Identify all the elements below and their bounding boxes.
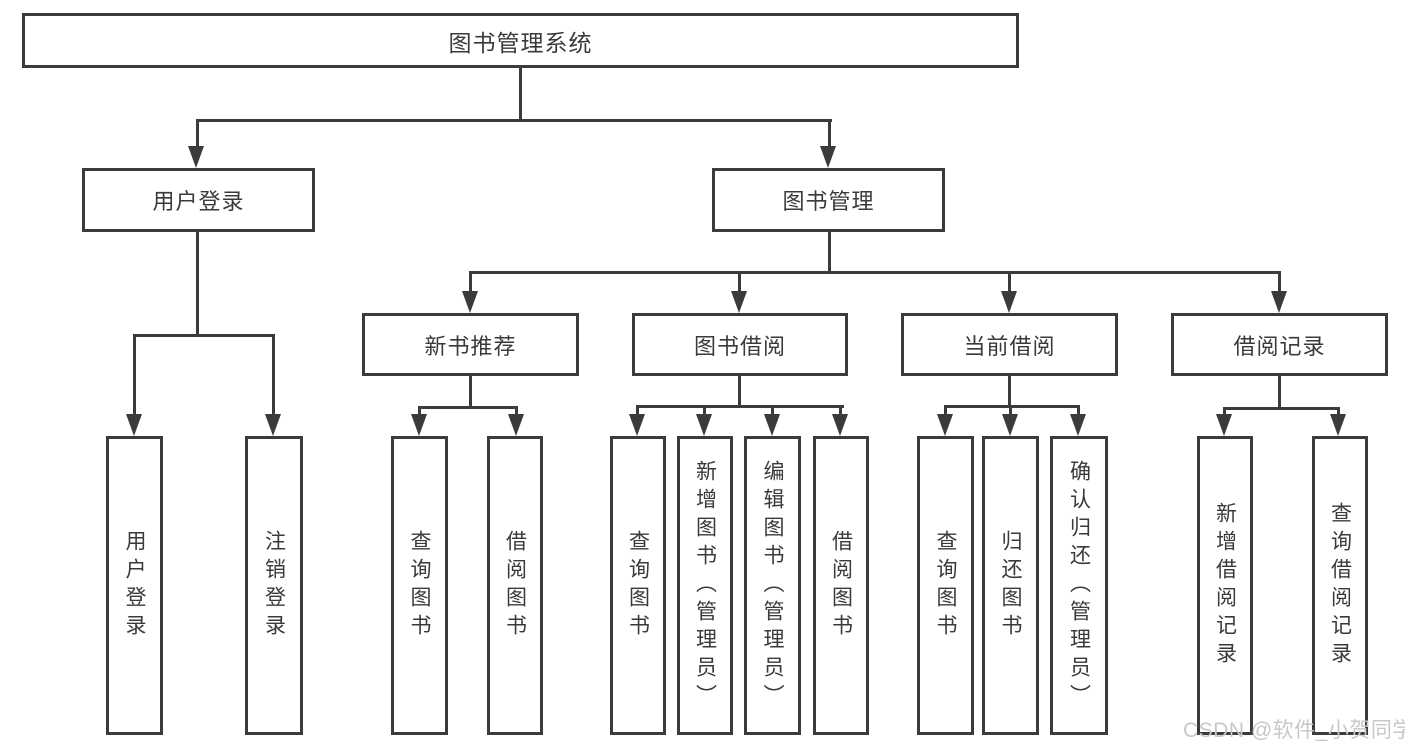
node-label: 图书借阅 — [693, 333, 786, 359]
connector-drop — [1077, 405, 1080, 416]
node-book-borrow: 图书借阅 — [632, 313, 848, 376]
arrow-down-icon — [696, 414, 712, 436]
node-book-management: 图书管理 — [712, 168, 945, 232]
node-label: 新增借阅记录 — [1213, 501, 1237, 670]
node-label: 编辑图书（管理员） — [761, 459, 784, 712]
node-label: 当前借阅 — [963, 333, 1056, 359]
arrow-down-icon — [462, 291, 478, 313]
connector-drop — [1009, 405, 1012, 416]
leaf-query-books-borrow: 查询图书 — [610, 436, 666, 735]
connector-level3-bar — [469, 271, 1281, 274]
connector-book-borrow-bar — [636, 405, 844, 408]
arrow-down-icon — [1001, 291, 1017, 313]
node-label: 查询图书 — [934, 529, 957, 642]
connector-book-mgmt-stem — [828, 232, 831, 274]
arrow-down-icon — [832, 414, 848, 436]
node-root-system: 图书管理系统 — [22, 13, 1019, 68]
connector-drop-borrow-records — [1278, 271, 1281, 293]
leaf-query-borrow-record: 查询借阅记录 — [1312, 436, 1368, 735]
connector-user-login-stem — [196, 232, 199, 337]
arrow-down-icon — [937, 414, 953, 436]
leaf-add-borrow-record: 新增借阅记录 — [1197, 436, 1253, 735]
node-label: 确认归还（管理员） — [1067, 459, 1091, 712]
arrow-down-icon — [508, 414, 524, 436]
arrow-down-icon — [265, 414, 281, 436]
node-label: 归还图书 — [999, 529, 1022, 642]
connector-user-login-bar — [133, 334, 275, 337]
leaf-edit-book-admin: 编辑图书（管理员） — [744, 436, 801, 735]
node-label: 注销登录 — [262, 529, 286, 642]
node-current-borrow: 当前借阅 — [901, 313, 1118, 376]
node-label: 图书管理系统 — [448, 29, 593, 56]
connector-drop-new-book — [469, 271, 472, 293]
connector-drop — [418, 406, 421, 416]
connector-borrow-records-stem — [1278, 376, 1281, 409]
connector-current-borrow-stem — [1008, 376, 1011, 407]
node-label: 用户登录 — [152, 189, 245, 214]
connector-borrow-records-bar — [1223, 407, 1340, 410]
connector-drop — [1223, 407, 1226, 416]
arrow-down-icon — [629, 414, 645, 436]
node-label: 借阅图书 — [829, 529, 853, 642]
leaf-add-book-admin: 新增图书（管理员） — [677, 436, 733, 735]
arrow-down-icon — [1330, 414, 1346, 436]
leaf-query-books-recommend: 查询图书 — [391, 436, 448, 735]
arrow-down-icon — [411, 414, 427, 436]
node-label: 新书推荐 — [424, 333, 517, 359]
connector-level2-bar — [196, 119, 832, 122]
connector-drop-leaf-login — [133, 334, 136, 416]
connector-drop — [771, 405, 774, 416]
node-user-login: 用户登录 — [82, 168, 315, 232]
arrow-down-icon — [126, 414, 142, 436]
connector-current-borrow-bar — [944, 405, 1080, 408]
arrow-down-icon — [764, 414, 780, 436]
connector-drop — [636, 405, 639, 416]
node-borrow-records: 借阅记录 — [1171, 313, 1388, 376]
leaf-borrow-books: 借阅图书 — [813, 436, 869, 735]
connector-new-book-stem — [469, 376, 472, 408]
connector-drop-book-mgmt — [828, 119, 831, 148]
node-label: 查询借阅记录 — [1328, 501, 1352, 670]
node-label: 查询图书 — [408, 529, 431, 642]
connector-drop-leaf-logout — [272, 334, 275, 416]
connector-drop-user-login — [196, 119, 199, 148]
connector-drop-book-borrow — [738, 271, 741, 293]
connector-book-borrow-stem — [738, 376, 741, 407]
arrow-down-icon — [1216, 414, 1232, 436]
arrow-down-icon — [1002, 414, 1018, 436]
node-label: 查询图书 — [626, 529, 650, 642]
node-label: 用户登录 — [123, 529, 146, 642]
connector-drop — [515, 406, 518, 416]
node-new-book-recommend: 新书推荐 — [362, 313, 579, 376]
connector-root-stem — [519, 68, 522, 121]
node-label: 借阅图书 — [503, 529, 527, 642]
watermark: CSDN @软件_小贺同学 — [1183, 719, 1405, 742]
arrow-down-icon — [731, 291, 747, 313]
connector-drop — [1337, 407, 1340, 416]
connector-drop — [944, 405, 947, 416]
leaf-query-books-current: 查询图书 — [917, 436, 974, 735]
arrow-down-icon — [820, 146, 836, 168]
node-label: 借阅记录 — [1233, 333, 1326, 359]
leaf-logout: 注销登录 — [245, 436, 303, 735]
node-label: 图书管理 — [782, 189, 875, 214]
arrow-down-icon — [1070, 414, 1086, 436]
leaf-borrow-books-recommend: 借阅图书 — [487, 436, 543, 735]
leaf-return-book: 归还图书 — [982, 436, 1039, 735]
connector-drop — [839, 405, 842, 416]
leaf-user-login: 用户登录 — [106, 436, 163, 735]
arrow-down-icon — [1271, 291, 1287, 313]
connector-drop — [703, 405, 706, 416]
leaf-confirm-return-admin: 确认归还（管理员） — [1050, 436, 1108, 735]
connector-drop-current-borrow — [1008, 271, 1011, 293]
connector-new-book-bar — [418, 406, 518, 409]
node-label: 新增图书（管理员） — [693, 459, 717, 712]
arrow-down-icon — [188, 146, 204, 168]
